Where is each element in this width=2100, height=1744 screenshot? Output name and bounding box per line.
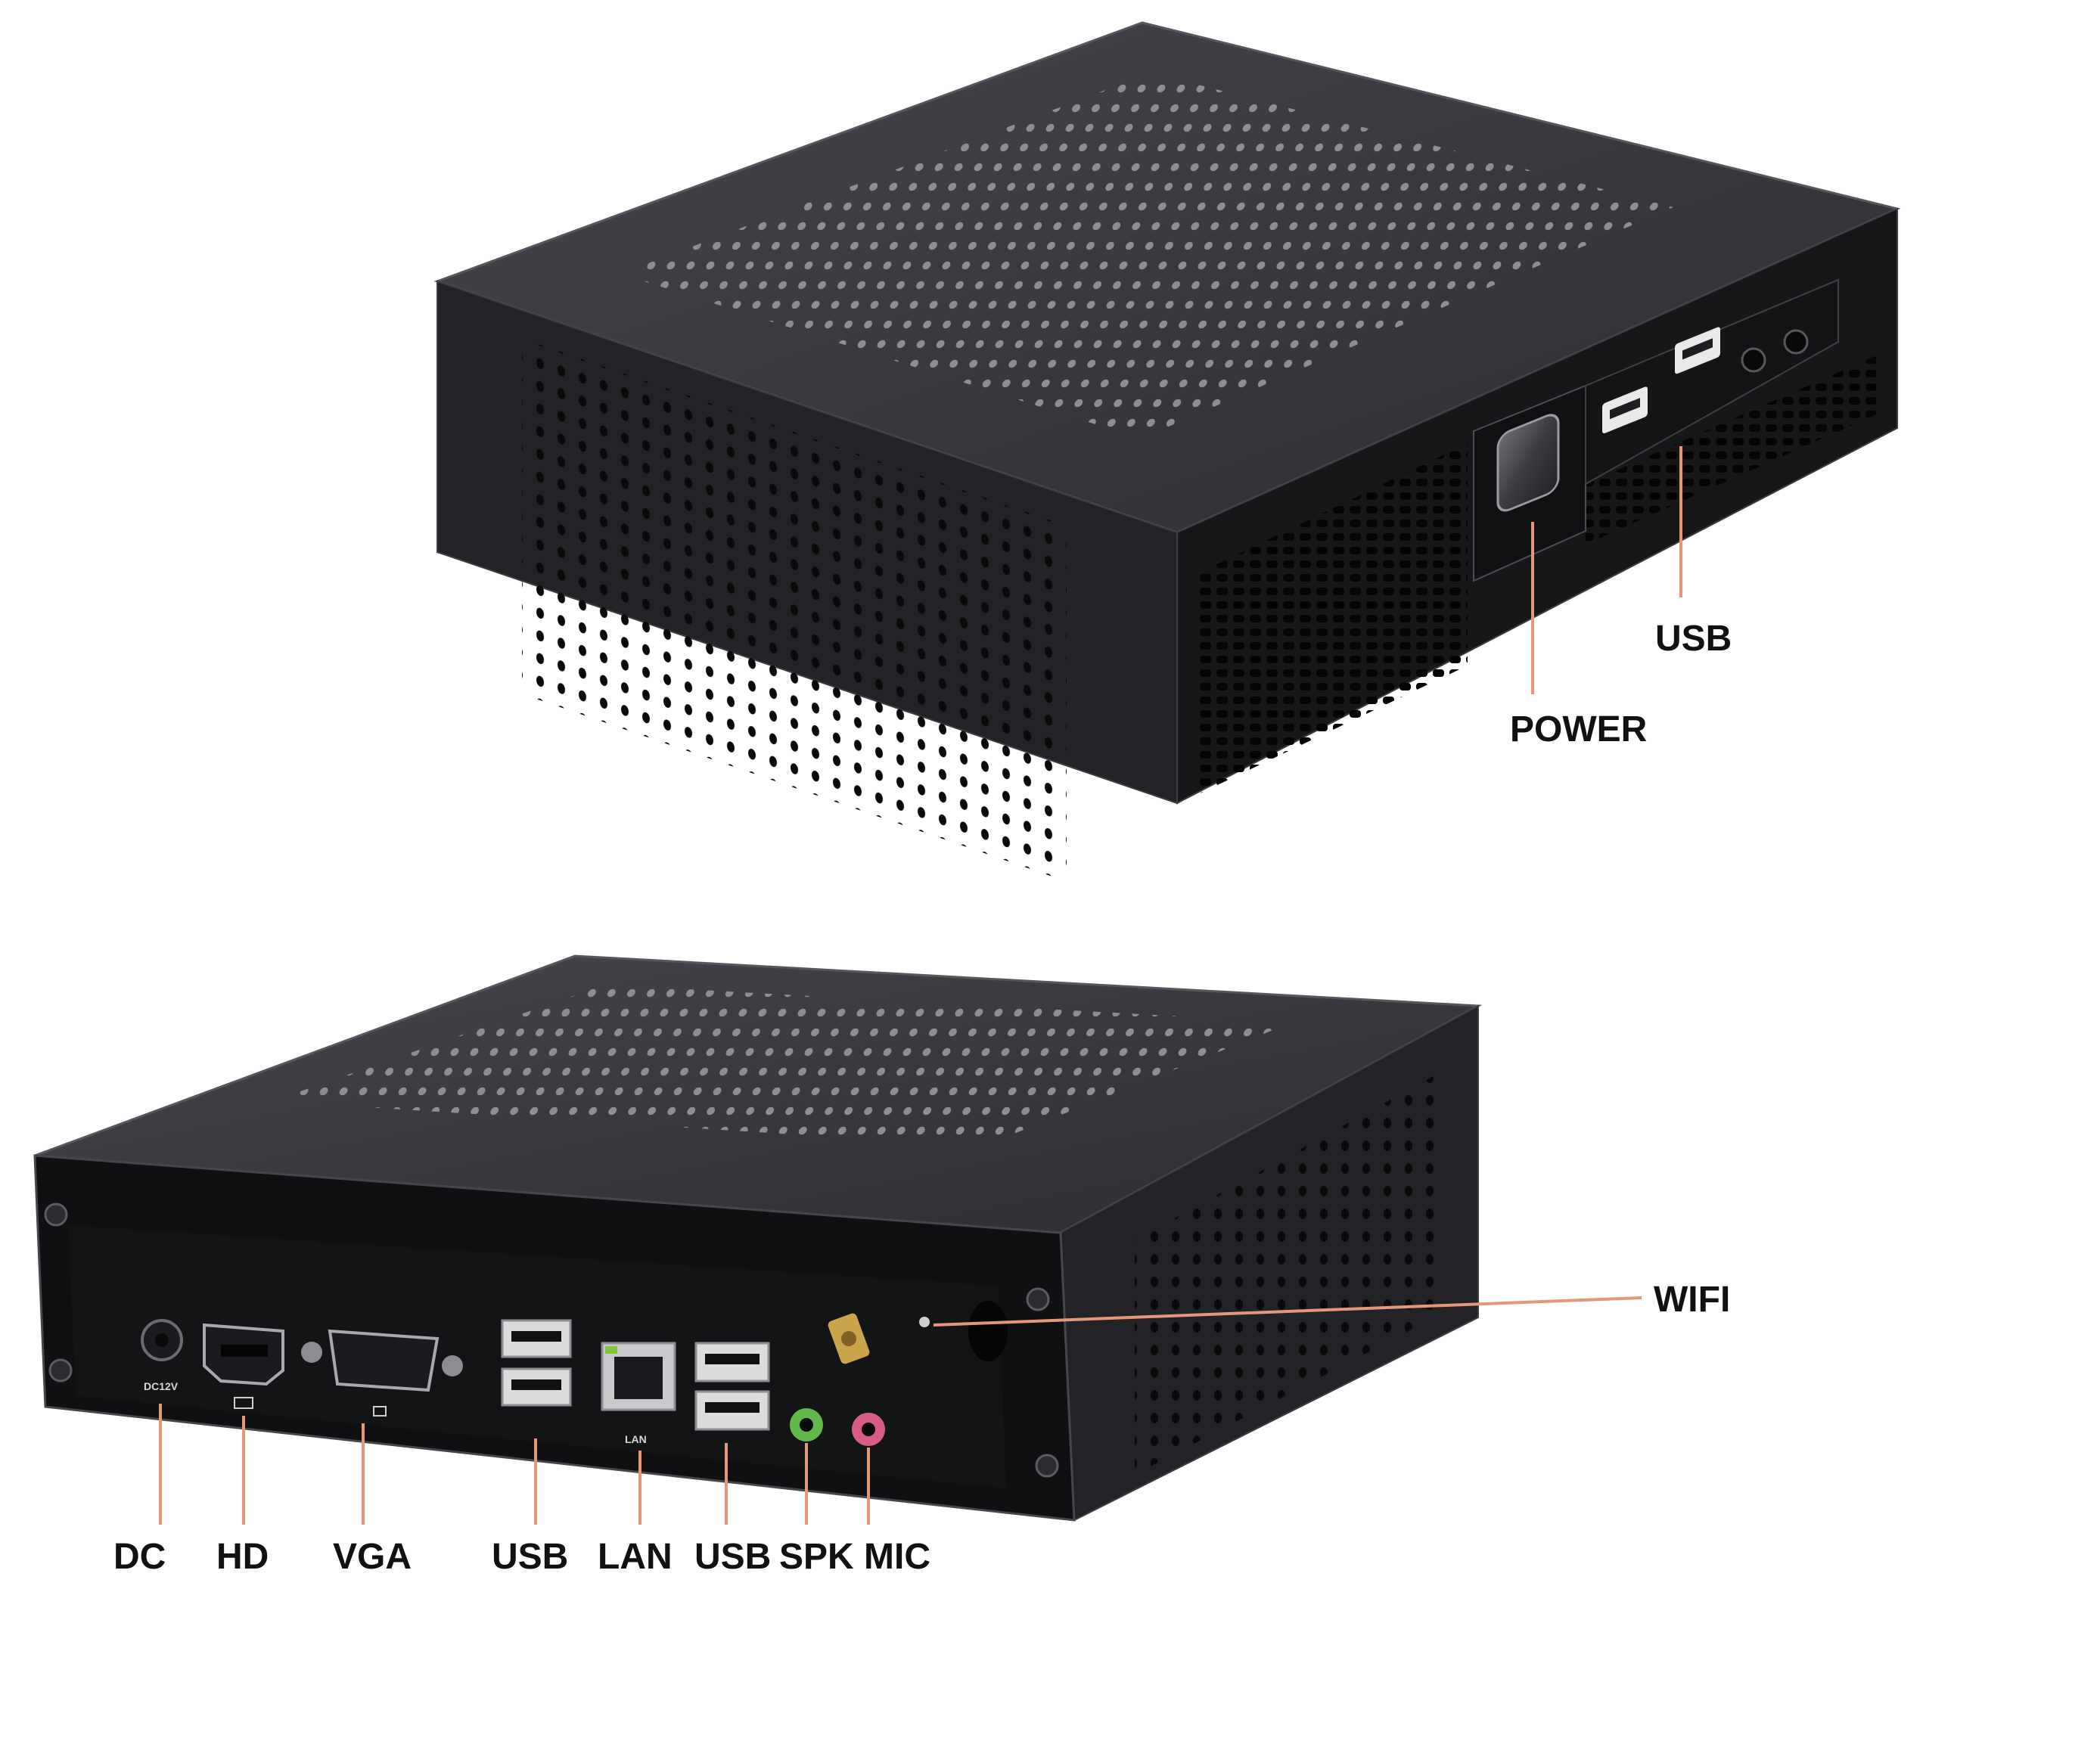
- wifi-icon: [919, 1317, 930, 1327]
- hdmi-icon: [234, 1397, 253, 1409]
- panel-screw: [48, 1358, 73, 1382]
- dc-power-jack[interactable]: [141, 1319, 183, 1361]
- power-button[interactable]: [1496, 411, 1560, 514]
- front-mesh-grille-right: [1586, 355, 1876, 545]
- label-lan: LAN: [598, 1537, 673, 1577]
- label-wifi: WIFI: [1654, 1280, 1730, 1320]
- front-usb-port-1[interactable]: [1602, 386, 1648, 434]
- front-audio-jack-1[interactable]: [1741, 347, 1766, 373]
- side-vent-grille: [522, 338, 1067, 882]
- rear-view-case: DC12V LAN: [33, 954, 1483, 1522]
- wifi-antenna-connector[interactable]: [827, 1312, 871, 1365]
- panel-screw: [44, 1202, 68, 1227]
- microphone-jack[interactable]: [852, 1413, 885, 1446]
- rear-side-vent-grille: [1135, 1074, 1437, 1475]
- label-dc: DC: [113, 1537, 166, 1577]
- speaker-jack[interactable]: [790, 1408, 823, 1441]
- rear-usb-stack-b[interactable]: [694, 1342, 770, 1431]
- label-power: POWER: [1510, 709, 1647, 749]
- front-mesh-grille: [1195, 443, 1468, 796]
- label-usb-a: USB: [492, 1537, 568, 1577]
- rear-top-vent-grille: [272, 985, 1292, 1147]
- rear-usb-stack-a[interactable]: [501, 1319, 572, 1407]
- label-spk: SPK: [779, 1537, 854, 1577]
- panel-screw: [1026, 1287, 1050, 1311]
- panel-screw: [1035, 1454, 1059, 1478]
- label-mic: MIC: [864, 1537, 930, 1577]
- lan-port-text: LAN: [625, 1433, 647, 1445]
- label-usb-b: USB: [694, 1537, 771, 1577]
- label-usb-front: USB: [1655, 619, 1732, 659]
- top-vent-grille: [620, 73, 1673, 439]
- front-audio-jack-2[interactable]: [1783, 329, 1809, 355]
- hdmi-port[interactable]: [203, 1323, 284, 1386]
- leader-wifi: [933, 1296, 1642, 1327]
- rear-knockout-hole: [968, 1301, 1008, 1361]
- front-io-plate: [1585, 278, 1839, 486]
- front-view-case: [433, 21, 1901, 882]
- front-usb-port-2[interactable]: [1675, 326, 1720, 374]
- label-vga: VGA: [333, 1537, 412, 1577]
- dc-rating-text: DC12V: [144, 1380, 179, 1392]
- vga-port[interactable]: [301, 1329, 463, 1392]
- label-hd: HD: [216, 1537, 269, 1577]
- vga-icon: [373, 1406, 387, 1417]
- lan-port[interactable]: [601, 1342, 676, 1411]
